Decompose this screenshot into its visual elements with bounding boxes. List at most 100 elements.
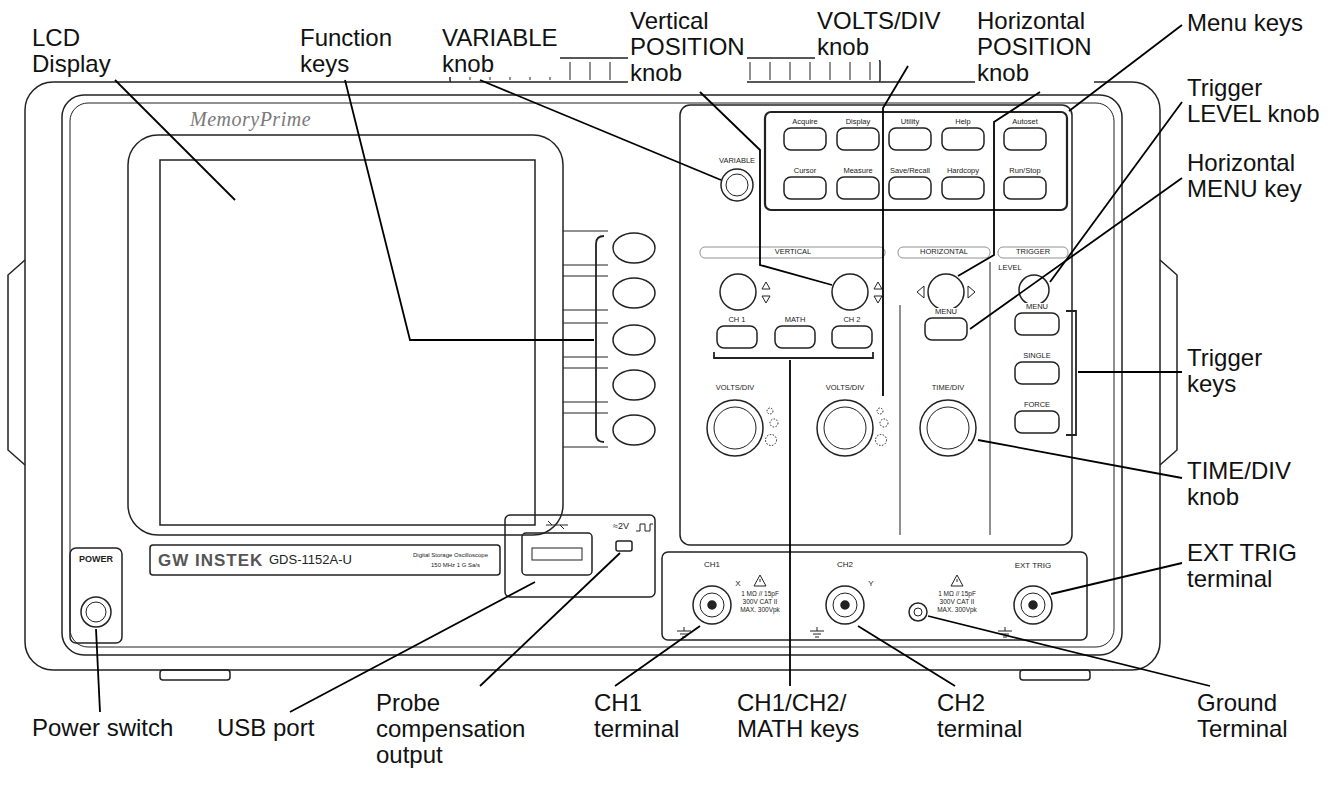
bracket (596, 236, 604, 442)
trigger-key (1015, 362, 1059, 384)
trigger-key (1015, 411, 1059, 433)
foot (160, 670, 230, 680)
model-spec: 150 MHz 1 G Sa/s (430, 562, 481, 569)
bnc-connector (826, 586, 864, 624)
terminal-label: CH1 (703, 561, 721, 570)
side-handle (8, 260, 25, 465)
rating-text: MAX. 300Vpk (936, 606, 978, 613)
key-label: SINGLE (1022, 352, 1052, 360)
menu-key (889, 128, 931, 150)
callout-label: CH2 terminal (935, 690, 1024, 742)
terminal-label: CH2 (836, 561, 854, 570)
section-label: TRIGGER (1015, 248, 1051, 256)
terminal-label: ≈2V (612, 522, 630, 532)
callout-label: Power switch (30, 715, 175, 741)
section-bar (898, 247, 990, 258)
callout-label: Ground Terminal (1195, 690, 1290, 742)
rating-text: 1 MΩ // 15pF (740, 590, 780, 597)
terminal-label: EXT TRIG (1014, 562, 1053, 571)
housing (25, 82, 1160, 670)
menu-key (942, 177, 984, 199)
key-label: MENU (934, 308, 958, 316)
menu-key (784, 177, 826, 199)
key-label: Display (845, 118, 872, 126)
menu-key-group (765, 112, 1067, 210)
position-knob (832, 274, 868, 310)
function-key (613, 278, 655, 308)
rating-text: 300V CAT II (939, 598, 976, 605)
trigger-key (1015, 313, 1059, 335)
switch-label: POWER (78, 555, 114, 565)
callout-label: Trigger LEVEL knob (1185, 75, 1322, 127)
section-label: HORIZONTAL (919, 248, 969, 256)
updown-arrows (762, 282, 882, 303)
front-face (62, 95, 1122, 655)
function-key (613, 415, 655, 445)
menu-key (784, 128, 826, 150)
key-label: MENU (1025, 303, 1049, 311)
terminal-panel (662, 552, 1087, 640)
model-name: GDS-1152A-U (268, 553, 353, 567)
knob-cap (714, 407, 756, 449)
lcd-screen (160, 160, 535, 525)
knob-cap (726, 174, 748, 196)
callout-label: CH1 terminal (592, 690, 681, 742)
callout-label: Vertical POSITION knob (628, 8, 747, 86)
key-tabs (563, 231, 608, 447)
callout-label: VOLTS/DIV knob (815, 8, 943, 60)
callout-label: EXT TRIG terminal (1185, 540, 1299, 592)
brand-name: GW INSTEK (158, 551, 263, 571)
callout-label: Function keys (298, 25, 394, 77)
menu-key (1004, 177, 1046, 199)
probe-comp-terminal (616, 541, 632, 551)
foot (1020, 670, 1090, 680)
section-label: VERTICAL (774, 248, 813, 256)
menu-key (837, 177, 879, 199)
key-label: CH 1 (727, 316, 746, 324)
horizontal-menu-key (925, 318, 967, 340)
knob-cap (824, 407, 866, 449)
volts-div-knob (707, 400, 763, 456)
range-dots (766, 408, 889, 446)
power-button (81, 597, 111, 627)
channel-key (775, 326, 815, 348)
usb-slot (532, 548, 582, 560)
separator (900, 262, 990, 535)
channel-key (832, 326, 872, 348)
usb-panel (505, 515, 655, 597)
variable-knob (721, 169, 753, 201)
rating-text: 300V CAT II (742, 598, 779, 605)
terminal-label: Y (867, 580, 874, 589)
function-key (613, 370, 655, 400)
callout-label: Horizontal POSITION knob (975, 8, 1094, 86)
menu-key (837, 128, 879, 150)
power-panel (70, 548, 122, 643)
callout-label: USB port (215, 715, 316, 741)
key-label: Measure (842, 167, 873, 175)
terminal-label: X (734, 580, 741, 589)
callout-label: VARIABLE knob (440, 25, 560, 77)
usb-port (522, 533, 592, 575)
callout-label: Probe compensation output (374, 690, 527, 768)
time-div-knob (920, 400, 976, 456)
key-label: FORCE (1023, 401, 1051, 409)
warning-symbol (754, 575, 963, 586)
knob-label: TIME/DIV (931, 384, 966, 392)
section-bar (998, 247, 1068, 258)
rating-text: MAX. 300Vpk (739, 606, 781, 613)
knob-cap (927, 407, 969, 449)
callout-label: CH1/CH2/ MATH keys (735, 690, 861, 742)
function-key (613, 233, 655, 263)
model-description: Digital Storage Oscilloscope (412, 552, 489, 559)
key-label: MATH (784, 316, 807, 324)
knob-label: VOLTS/DIV (715, 384, 756, 392)
callout-label: Menu keys (1185, 10, 1305, 36)
channel-key (717, 326, 757, 348)
bracket (714, 352, 873, 358)
name-plate (150, 545, 500, 575)
key-label: Help (954, 118, 971, 126)
menu-key (942, 128, 984, 150)
front-face-inner (70, 103, 1114, 647)
knob-label: LEVEL (997, 264, 1022, 272)
key-label: Acquire (791, 118, 818, 126)
